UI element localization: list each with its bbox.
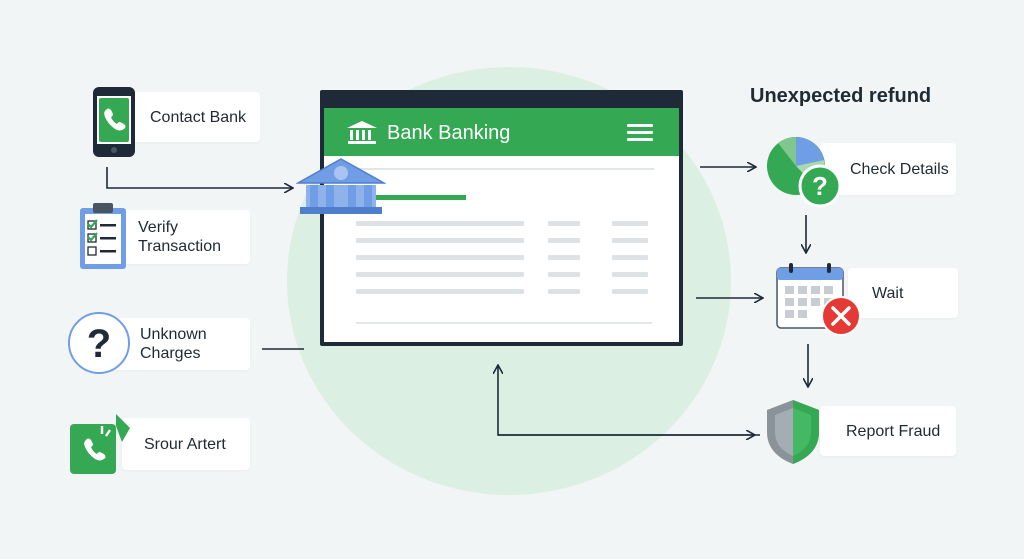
table-cell xyxy=(612,255,648,260)
unknown-charges-label: Unknown Charges xyxy=(140,326,207,362)
contact-bank-card[interactable]: Contact Bank xyxy=(124,92,260,142)
bank-building-icon xyxy=(346,120,378,151)
phone-icon xyxy=(92,86,136,163)
table-row xyxy=(356,255,524,260)
pie-chart-question-icon: ? xyxy=(766,136,846,213)
unknown-charges-card[interactable]: Unknown Charges xyxy=(110,318,250,370)
question-circle-icon: ? xyxy=(67,311,131,380)
svg-text:?: ? xyxy=(812,171,828,201)
report-fraud-card[interactable]: Report Fraud xyxy=(820,406,956,456)
header-divider xyxy=(332,168,654,170)
table-row xyxy=(356,238,524,243)
table-row xyxy=(356,272,524,277)
wait-card[interactable]: Wait xyxy=(848,268,958,318)
check-details-label: Check Details xyxy=(850,160,949,178)
contact-bank-label: Contact Bank xyxy=(150,108,247,126)
calendar-x-icon xyxy=(775,262,865,343)
unexpected-refund-heading: Unexpected refund xyxy=(750,85,932,107)
clipboard-checklist-icon xyxy=(78,201,128,276)
table-cell xyxy=(548,255,580,260)
table-cell xyxy=(612,238,648,243)
table-cell xyxy=(548,238,580,243)
table-row xyxy=(356,289,524,294)
shield-icon xyxy=(765,398,821,471)
verify-transaction-label: Verify Transaction xyxy=(138,219,221,255)
wait-label: Wait xyxy=(872,284,904,302)
banking-app-window[interactable]: Bank Banking xyxy=(320,90,683,346)
table-cell xyxy=(612,289,648,294)
bank-building-icon xyxy=(295,157,387,222)
hamburger-menu-icon[interactable] xyxy=(627,124,653,142)
srour-artert-card[interactable]: Srour Artert xyxy=(122,418,250,470)
phone-alert-icon xyxy=(68,412,132,481)
check-details-card[interactable]: Check Details xyxy=(820,143,956,195)
report-fraud-label: Report Fraud xyxy=(846,422,941,440)
table-cell xyxy=(548,221,580,226)
banking-app-header: Bank Banking xyxy=(324,108,679,156)
table-cell xyxy=(548,272,580,277)
table-cell xyxy=(548,289,580,294)
highlight-bar xyxy=(376,195,466,200)
arrow-contact-to-bank xyxy=(106,167,292,188)
srour-artert-label: Srour Artert xyxy=(144,435,226,453)
footer-divider xyxy=(356,322,652,324)
table-cell xyxy=(612,221,648,226)
table-row xyxy=(356,221,524,226)
table-cell xyxy=(612,272,648,277)
verify-transaction-card[interactable]: Verify Transaction xyxy=(124,210,250,264)
app-title: Bank Banking xyxy=(387,122,511,144)
svg-text:?: ? xyxy=(87,322,111,366)
arrow-fraud-to-window xyxy=(498,366,760,436)
